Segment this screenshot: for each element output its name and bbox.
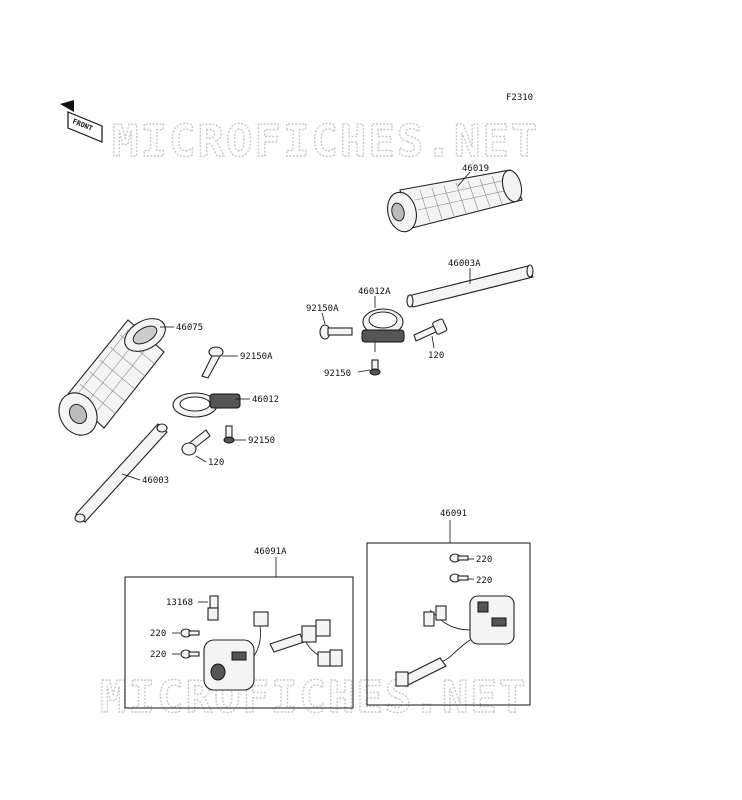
label-120-left: 120: [208, 458, 224, 468]
bar-46003A: [406, 264, 534, 308]
screw-92150-right: [369, 359, 381, 376]
label-92150-left: 92150: [248, 436, 275, 446]
label-120-right: 120: [428, 351, 444, 361]
clamp-46012: [172, 392, 241, 418]
screw-220-left-2: [180, 649, 200, 659]
screw-220-right-1: [449, 553, 469, 563]
label-13168: 13168: [166, 598, 193, 608]
label-220-left-1: 220: [150, 629, 166, 639]
label-46003: 46003: [142, 476, 169, 486]
bolt-120-left: [181, 429, 211, 456]
label-46019: 46019: [462, 164, 489, 174]
label-220-right-1: 220: [476, 555, 492, 565]
label-46012: 46012: [252, 395, 279, 405]
label-92150A-right: 92150A: [306, 304, 339, 314]
label-92150-right: 92150: [324, 369, 351, 379]
switch-assembly-46091: [395, 595, 515, 687]
bolt-92150A-right: [319, 324, 353, 340]
figure-code: F2310: [506, 93, 533, 103]
switch-box-46091: [366, 542, 531, 706]
screw-220-left-1: [180, 628, 200, 638]
label-46091: 46091: [440, 509, 467, 519]
clamp-46012A: [361, 308, 405, 352]
switch-assembly-46091A: [203, 611, 343, 691]
label-220-right-2: 220: [476, 576, 492, 586]
screw-92150-left: [223, 425, 235, 444]
bolt-92150A-left: [201, 346, 224, 379]
grip-46075: [58, 318, 166, 436]
label-92150A-left: 92150A: [240, 352, 273, 362]
label-46012A: 46012A: [358, 287, 391, 297]
front-arrow-icon: FRONT: [60, 100, 103, 143]
label-46091A: 46091A: [254, 547, 287, 557]
bar-46003: [74, 423, 168, 523]
label-46075: 46075: [176, 323, 203, 333]
screw-220-right-2: [449, 573, 469, 583]
label-220-left-2: 220: [150, 650, 166, 660]
watermark-bottom: MICROFICHES.NET: [100, 672, 527, 723]
switch-box-46091A: [124, 576, 354, 709]
label-46003A: 46003A: [448, 259, 481, 269]
watermark-top: MICROFICHES.NET: [112, 116, 539, 167]
bolt-120-right: [413, 318, 448, 342]
grip-46019: [387, 169, 523, 233]
switch-13168: [207, 595, 219, 621]
